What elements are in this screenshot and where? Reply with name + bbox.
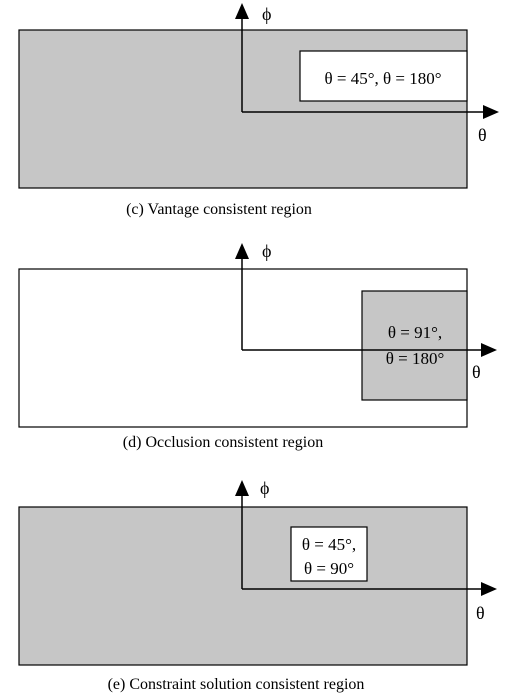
panel-d-inner-text-line1: θ = 91°, (388, 323, 442, 342)
panel-e-x-label: θ (476, 603, 485, 623)
panel-c-caption: (c) Vantage consistent region (126, 201, 312, 218)
panel-d-x-label: θ (472, 362, 481, 382)
panel-e-caption: (e) Constraint solution consistent regio… (108, 676, 365, 693)
panel-c-inner-box (299, 50, 468, 102)
panel-c-y-label: ϕ (262, 4, 271, 24)
panel-c: θ = 45°, θ = 180° ϕ θ (c) Vantage consis… (18, 3, 499, 218)
panel-e-y-label: ϕ (260, 478, 269, 498)
panel-d-inner-text-line2: θ = 180° (386, 349, 445, 368)
panel-d-inner-box (361, 290, 468, 401)
panel-e-y-arrowhead (235, 480, 249, 496)
panel-c-y-arrowhead (235, 3, 249, 19)
panel-e-region (18, 506, 468, 666)
panel-e-inner-text-line1: θ = 45°, (302, 535, 356, 554)
panel-d-caption: (d) Occlusion consistent region (123, 434, 323, 451)
panel-c-inner-text: θ = 45°, θ = 180° (324, 69, 441, 88)
panel-e: θ = 45°, θ = 90° ϕ θ (e) Constraint solu… (18, 478, 497, 693)
panel-e-x-arrowhead (481, 582, 497, 596)
panel-d-y-arrowhead (235, 243, 249, 259)
panel-c-x-arrowhead (483, 105, 499, 119)
panel-c-x-label: θ (478, 125, 487, 145)
panel-e-inner-box (290, 526, 368, 582)
panel-d-y-label: ϕ (262, 241, 271, 261)
panel-d-x-arrowhead (481, 343, 497, 357)
panel-d: θ = 91°, θ = 180° ϕ θ (d) Occlusion cons… (18, 241, 497, 451)
panel-e-inner-text-line2: θ = 90° (304, 559, 354, 578)
